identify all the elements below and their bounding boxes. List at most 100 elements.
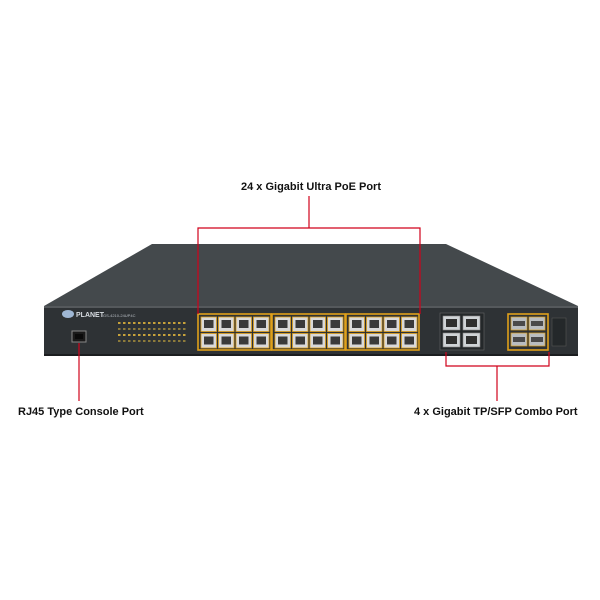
poe-rj45-socket xyxy=(369,336,379,345)
status-led xyxy=(143,340,146,342)
poe-rj45-socket xyxy=(239,336,249,345)
brand-logo-text: PLANET xyxy=(76,312,105,319)
status-led xyxy=(183,334,186,336)
status-led xyxy=(158,322,161,324)
status-led xyxy=(168,322,171,324)
status-led xyxy=(163,322,166,324)
side-panel xyxy=(551,317,567,347)
combo-rj45-socket xyxy=(446,319,457,327)
combo-port-callout-label: 4 x Gigabit TP/SFP Combo Port xyxy=(414,406,578,418)
status-led xyxy=(118,328,121,330)
poe-rj45-socket xyxy=(278,320,288,328)
sfp-slot-opening xyxy=(531,321,543,326)
poe-rj45-socket xyxy=(295,336,305,345)
sfp-block-outline xyxy=(507,313,549,351)
status-led xyxy=(163,328,166,330)
callout-lines xyxy=(78,196,550,401)
chassis-bottom-edge xyxy=(44,354,578,356)
status-led xyxy=(173,322,176,324)
status-led xyxy=(143,334,146,336)
poe-rj45-socket xyxy=(256,336,266,345)
poe-rj45-socket xyxy=(352,320,362,328)
sfp-slot-opening xyxy=(513,337,525,342)
status-led xyxy=(163,340,166,342)
poe-port-block-outline xyxy=(271,313,346,351)
status-led xyxy=(148,328,151,330)
poe-rj45-socket xyxy=(221,336,231,345)
status-led xyxy=(153,322,156,324)
brand-logo-icon xyxy=(62,310,74,318)
status-led xyxy=(138,328,141,330)
status-led xyxy=(118,334,121,336)
status-led xyxy=(183,340,186,342)
poe-rj45-socket xyxy=(313,336,323,345)
poe-port-block-outline xyxy=(345,313,420,351)
status-led xyxy=(168,334,171,336)
combo-rj45-socket xyxy=(466,336,477,344)
status-led xyxy=(168,340,171,342)
status-led xyxy=(168,328,171,330)
status-led xyxy=(128,328,131,330)
status-led xyxy=(173,340,176,342)
chassis-top xyxy=(44,244,578,306)
poe-port-callout-label: 24 x Gigabit Ultra PoE Port xyxy=(241,181,381,193)
status-led xyxy=(158,340,161,342)
status-led xyxy=(183,322,186,324)
status-led xyxy=(128,334,131,336)
status-led xyxy=(178,340,181,342)
status-led xyxy=(148,322,151,324)
status-led xyxy=(123,322,126,324)
status-led xyxy=(143,322,146,324)
status-led xyxy=(128,340,131,342)
poe-rj45-socket xyxy=(204,320,214,328)
poe-rj45-socket xyxy=(239,320,249,328)
status-led xyxy=(173,334,176,336)
status-led xyxy=(118,340,121,342)
status-led xyxy=(138,340,141,342)
console-port-callout-label: RJ45 Type Console Port xyxy=(18,406,144,418)
poe-rj45-socket xyxy=(256,320,266,328)
status-led xyxy=(143,328,146,330)
model-label: GS-4210-24UP4C xyxy=(103,313,136,318)
status-led xyxy=(148,340,151,342)
sfp-slot-opening xyxy=(531,337,543,342)
status-led xyxy=(178,334,181,336)
status-led xyxy=(158,334,161,336)
status-led xyxy=(133,328,136,330)
combo-rj45-socket xyxy=(466,319,477,327)
poe-rj45-socket xyxy=(352,336,362,345)
status-led xyxy=(183,328,186,330)
poe-rj45-socket xyxy=(330,336,340,345)
status-led xyxy=(178,328,181,330)
console-port-socket xyxy=(75,334,83,339)
poe-rj45-socket xyxy=(295,320,305,328)
poe-rj45-socket xyxy=(221,320,231,328)
led-panel xyxy=(118,322,186,342)
poe-rj45-socket xyxy=(330,320,340,328)
poe-rj45-socket xyxy=(204,336,214,345)
chassis-edge xyxy=(44,306,578,308)
status-led xyxy=(123,340,126,342)
combo-rj45-socket xyxy=(446,336,457,344)
status-led xyxy=(128,322,131,324)
status-led xyxy=(153,334,156,336)
sfp-slot-group xyxy=(507,313,549,351)
status-led xyxy=(123,328,126,330)
status-led xyxy=(123,334,126,336)
poe-rj45-socket xyxy=(387,336,397,345)
status-led xyxy=(153,340,156,342)
poe-rj45-socket xyxy=(387,320,397,328)
status-led xyxy=(153,328,156,330)
poe-port-block-outline xyxy=(197,313,272,351)
status-led xyxy=(138,334,141,336)
status-led xyxy=(118,322,121,324)
poe-rj45-socket xyxy=(404,336,414,345)
status-led xyxy=(138,322,141,324)
status-led xyxy=(148,334,151,336)
status-led xyxy=(133,340,136,342)
poe-rj45-socket xyxy=(313,320,323,328)
status-led xyxy=(173,328,176,330)
status-led xyxy=(158,328,161,330)
sfp-slot-opening xyxy=(513,321,525,326)
